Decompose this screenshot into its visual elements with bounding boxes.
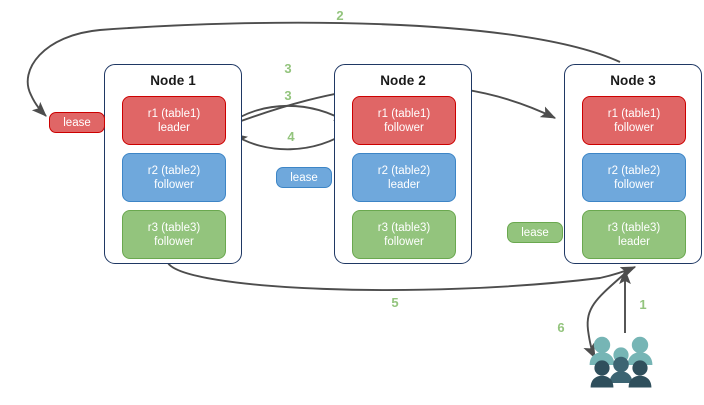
replica-role: follower	[384, 121, 424, 134]
replica-name: r1 (table1)	[377, 107, 431, 120]
replica-node2-r1[interactable]: r1 (table1) follower	[352, 96, 456, 145]
lease-badge-r2[interactable]: lease	[276, 167, 332, 188]
replica-name: r1 (table1)	[147, 107, 201, 120]
replica-node2-r3[interactable]: r3 (table3) follower	[352, 210, 456, 259]
replica-node1-r3[interactable]: r3 (table3) follower	[122, 210, 226, 259]
replica-name: r2 (table2)	[147, 164, 201, 177]
step-label-6: 6	[557, 320, 565, 335]
replica-role: follower	[384, 235, 424, 248]
step-label-2: 2	[336, 8, 344, 23]
replica-node1-r1[interactable]: r1 (table1) leader	[122, 96, 226, 145]
lease-badge-r3[interactable]: lease	[507, 222, 563, 243]
node-title-node2: Node 2	[380, 73, 426, 88]
replica-name: r3 (table3)	[147, 221, 201, 234]
step-label-1: 1	[639, 297, 647, 312]
replica-node1-r2[interactable]: r2 (table2) follower	[122, 153, 226, 202]
replica-role: follower	[614, 178, 654, 191]
node-box-node2[interactable]: Node 2 r1 (table1) follower r2 (table2) …	[334, 64, 472, 264]
replica-role: leader	[388, 178, 420, 191]
replica-role: follower	[154, 235, 194, 248]
replica-role: follower	[614, 121, 654, 134]
node-title-node1: Node 1	[150, 73, 196, 88]
replica-name: r3 (table3)	[377, 221, 431, 234]
replica-node3-r3[interactable]: r3 (table3) leader	[582, 210, 686, 259]
step-label-4: 4	[287, 129, 295, 144]
node-box-node1[interactable]: Node 1 r1 (table1) leader r2 (table2) fo…	[104, 64, 242, 264]
replica-name: r1 (table1)	[607, 107, 661, 120]
replica-role: follower	[154, 178, 194, 191]
node-box-node3[interactable]: Node 3 r1 (table1) follower r2 (table2) …	[564, 64, 702, 264]
lease-badge-r1[interactable]: lease	[49, 112, 105, 133]
step-label-5: 5	[391, 295, 399, 310]
node-title-node3: Node 3	[610, 73, 656, 88]
replica-name: r3 (table3)	[607, 221, 661, 234]
replica-role: leader	[158, 121, 190, 134]
step-label-3-upper: 3	[284, 61, 292, 76]
users-icon	[589, 336, 653, 388]
replica-node2-r2[interactable]: r2 (table2) leader	[352, 153, 456, 202]
edge-step-5	[167, 262, 637, 291]
replica-node3-r1[interactable]: r1 (table1) follower	[582, 96, 686, 145]
edge-step-3-lower	[228, 104, 349, 125]
replica-name: r2 (table2)	[607, 164, 661, 177]
step-label-3-lower: 3	[284, 88, 292, 103]
replica-role: leader	[618, 235, 650, 248]
replica-name: r2 (table2)	[377, 164, 431, 177]
replica-node3-r2[interactable]: r2 (table2) follower	[582, 153, 686, 202]
